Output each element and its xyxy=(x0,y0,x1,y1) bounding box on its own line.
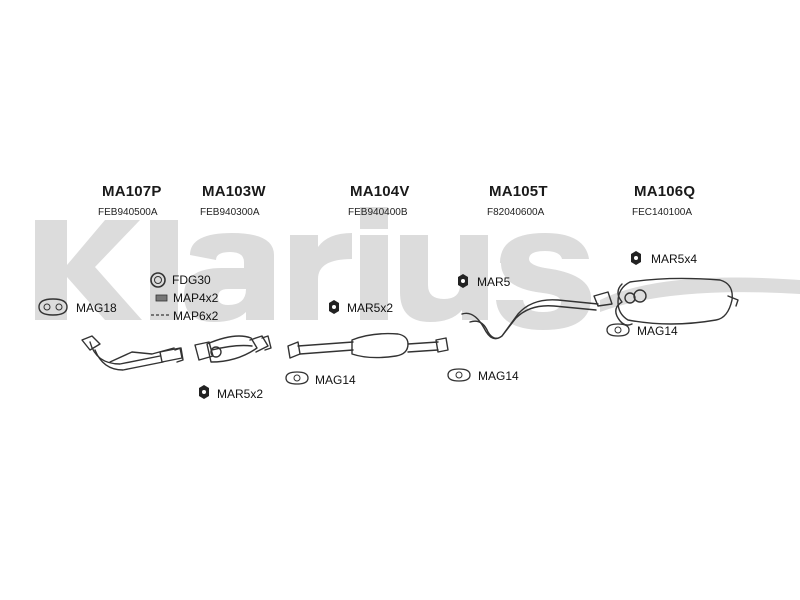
section-code-ma104v: MA104V xyxy=(350,183,410,200)
rubber-mount-icon xyxy=(329,300,339,314)
rear-silencer-part xyxy=(615,277,739,326)
acc-label-map6x2: MAP6x2 xyxy=(173,309,219,323)
clamp-icon xyxy=(155,294,168,302)
rubber-mount-icon xyxy=(631,251,641,265)
acc-label-mag14-rear-pipe: MAG14 xyxy=(478,369,519,383)
section-ref-ma105t: F82040600A xyxy=(487,207,545,218)
gasket-ring-icon xyxy=(150,272,166,288)
flange-gasket-icon xyxy=(38,298,68,316)
section-code-ma105t: MA105T xyxy=(489,183,548,200)
section-code-ma103w: MA103W xyxy=(202,183,266,200)
section-ref-ma103w: FEB940300A xyxy=(200,207,260,218)
section-code-ma106q: MA106Q xyxy=(634,183,696,200)
acc-label-map4x2: MAP4x2 xyxy=(173,291,219,305)
middle-pipe-part xyxy=(287,332,449,359)
rear-pipe-part xyxy=(461,291,613,340)
flange-gasket-icon xyxy=(447,368,471,382)
section-ref-ma104v: FEB940400B xyxy=(348,207,408,218)
acc-label-fdg30: FDG30 xyxy=(172,273,211,287)
acc-label-mar5x2-middle: MAR5x2 xyxy=(347,301,394,315)
section-ref-ma107p: FEB940500A xyxy=(98,207,158,218)
acc-label-mar5x2-front: MAR5x2 xyxy=(217,387,264,401)
acc-label-mag14-middle: MAG14 xyxy=(315,373,356,387)
acc-label-mar5: MAR5 xyxy=(477,275,511,289)
brand-watermark xyxy=(0,205,800,335)
section-code-ma107p: MA107P xyxy=(102,183,162,200)
flange-gasket-icon xyxy=(606,323,630,337)
acc-label-mag14-silencer: MAG14 xyxy=(637,324,678,338)
section-ref-ma106q: FEC140100A xyxy=(632,207,693,218)
rubber-mount-icon xyxy=(199,385,209,399)
front-pipe-part xyxy=(81,335,184,371)
flange-gasket-icon xyxy=(285,371,309,385)
catalyst-part xyxy=(194,335,272,363)
watermark-logo xyxy=(35,207,800,330)
acc-label-mag18: MAG18 xyxy=(76,301,117,315)
bolt-icon xyxy=(151,314,169,316)
acc-label-mar5x4: MAR5x4 xyxy=(651,252,698,266)
rubber-mount-icon xyxy=(458,274,468,288)
